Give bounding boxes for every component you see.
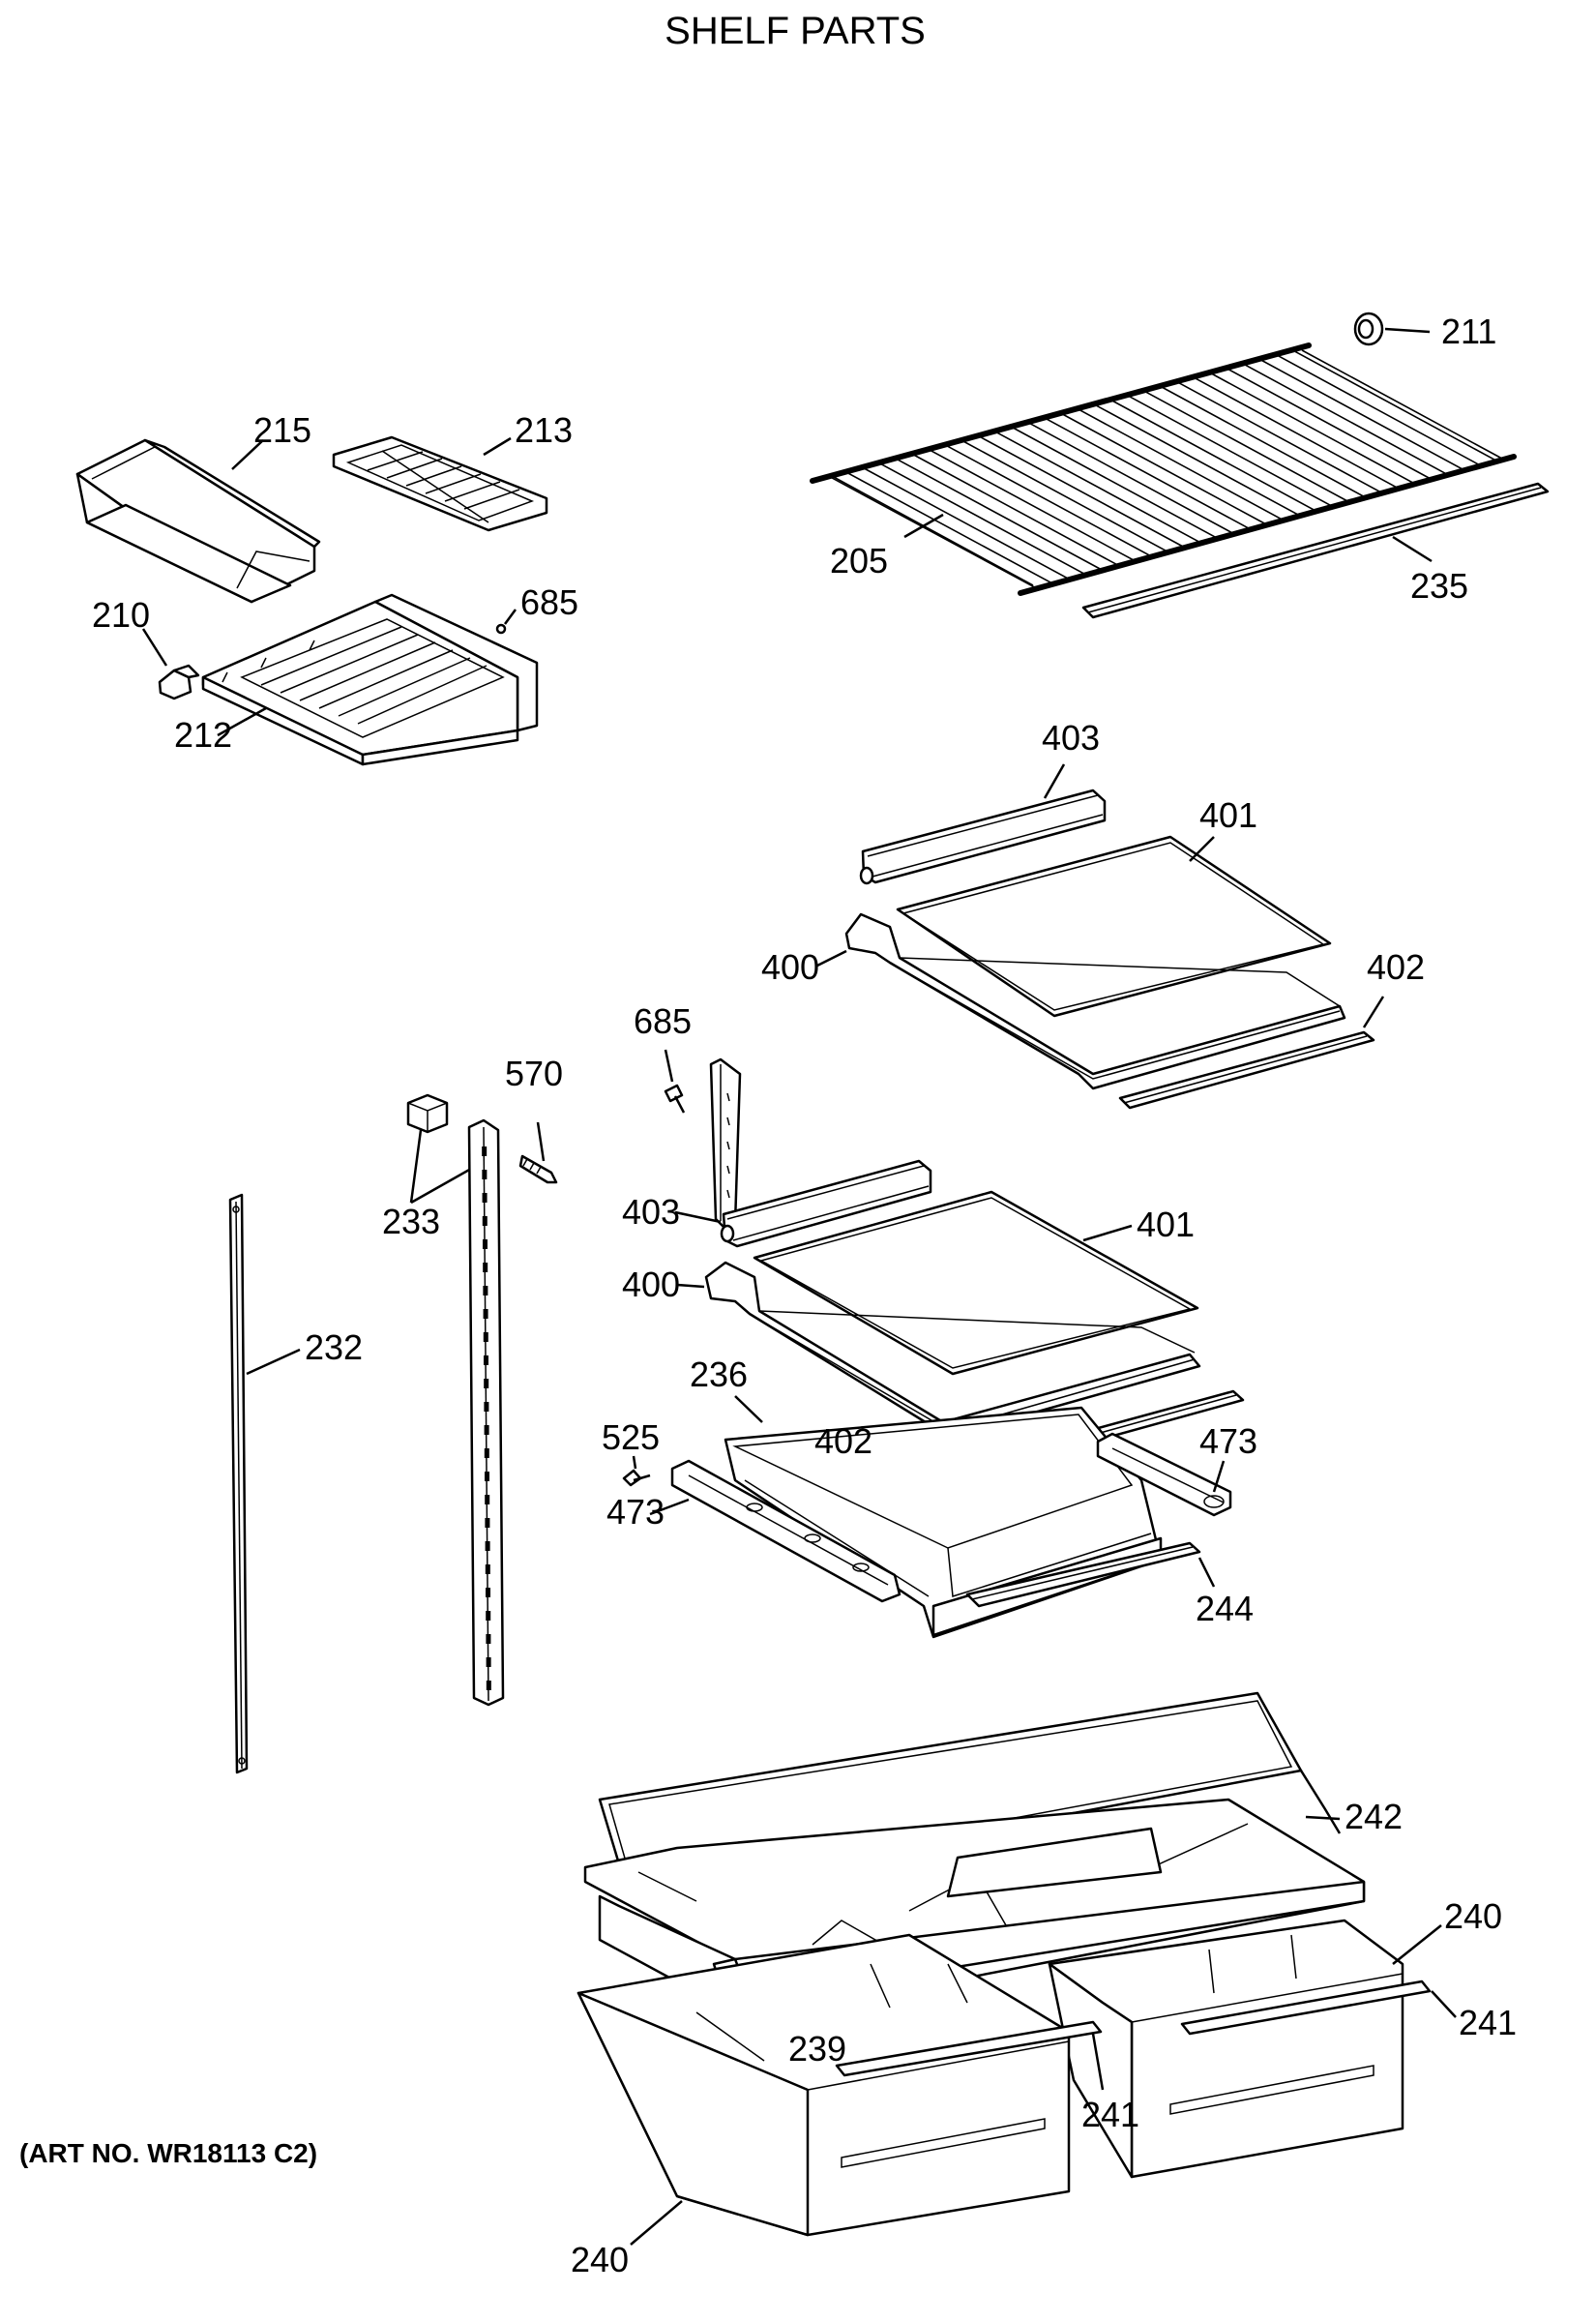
callout-215: 215 [253, 410, 311, 450]
diagram-title: SHELF PARTS [665, 10, 926, 52]
callout-205: 205 [830, 541, 888, 580]
part-685-screw-top [495, 609, 517, 635]
callout-401-middle: 401 [1137, 1205, 1195, 1244]
part-241-left-handle [835, 2020, 1105, 2091]
callout-401-upper: 401 [1199, 795, 1257, 835]
callout-240-right: 240 [1444, 1896, 1502, 1936]
part-233-clip [406, 1093, 494, 1205]
part-215-bin [75, 438, 321, 604]
part-401-upper-glass [896, 835, 1332, 1018]
callout-685-middle: 685 [634, 1001, 692, 1041]
part-241-right-handle [1180, 1980, 1457, 2036]
callout-236: 236 [690, 1354, 748, 1394]
callout-212: 212 [174, 715, 232, 755]
part-rear-bracket [709, 1057, 742, 1231]
part-473-right-slide [1096, 1432, 1232, 1517]
part-685-screw-middle [664, 1049, 686, 1114]
part-400-upper-frame [816, 912, 1346, 1090]
part-211-end-cap [1353, 312, 1431, 346]
part-240-right-drawer [1048, 1919, 1442, 2179]
callout-570: 570 [505, 1054, 563, 1093]
callout-241-right: 241 [1459, 2003, 1517, 2042]
part-244-trim [965, 1541, 1216, 1608]
part-vertical-ladder-rail [467, 1118, 505, 1707]
part-403-upper-frame [859, 763, 1107, 885]
part-213-ice-tray [332, 435, 548, 532]
part-232-rail [228, 1193, 301, 1774]
part-240-left-drawer [576, 1933, 1071, 2246]
part-473-left-slide [649, 1459, 901, 1603]
callout-402-middle: 402 [814, 1421, 872, 1461]
callout-241-left: 241 [1081, 2095, 1139, 2134]
callout-233: 233 [382, 1202, 440, 1241]
callout-213: 213 [515, 410, 573, 450]
callout-403-middle: 403 [622, 1192, 680, 1232]
callout-525: 525 [602, 1417, 660, 1457]
callout-400-upper: 400 [761, 947, 819, 987]
callout-402-upper: 402 [1367, 947, 1425, 987]
part-210-knob [141, 628, 200, 700]
part-205-wire-shelf [810, 342, 1517, 596]
callout-210: 210 [92, 595, 150, 635]
callout-211: 211 [1441, 312, 1496, 351]
part-401-middle-glass [753, 1190, 1199, 1376]
part-402-upper-trim [1118, 996, 1385, 1110]
part-235-shelf-trim [1081, 482, 1550, 619]
callout-473-left: 473 [606, 1492, 665, 1532]
callout-685-top: 685 [520, 582, 578, 622]
part-570-screw [518, 1121, 558, 1184]
callout-473-right: 473 [1199, 1421, 1257, 1461]
art-number: (ART NO. WR18113 C2) [19, 2138, 317, 2168]
callout-235: 235 [1410, 566, 1468, 606]
callout-239: 239 [788, 2029, 846, 2069]
part-212-tray-rack [201, 593, 539, 766]
part-525-screw [622, 1455, 651, 1487]
part-403-middle-frame [674, 1159, 932, 1248]
callout-400-middle: 400 [622, 1265, 680, 1304]
callout-232: 232 [305, 1327, 363, 1367]
callout-244: 244 [1196, 1589, 1254, 1628]
callout-240-left: 240 [571, 2240, 629, 2279]
callout-403-upper: 403 [1042, 718, 1100, 758]
callout-242: 242 [1345, 1797, 1403, 1836]
